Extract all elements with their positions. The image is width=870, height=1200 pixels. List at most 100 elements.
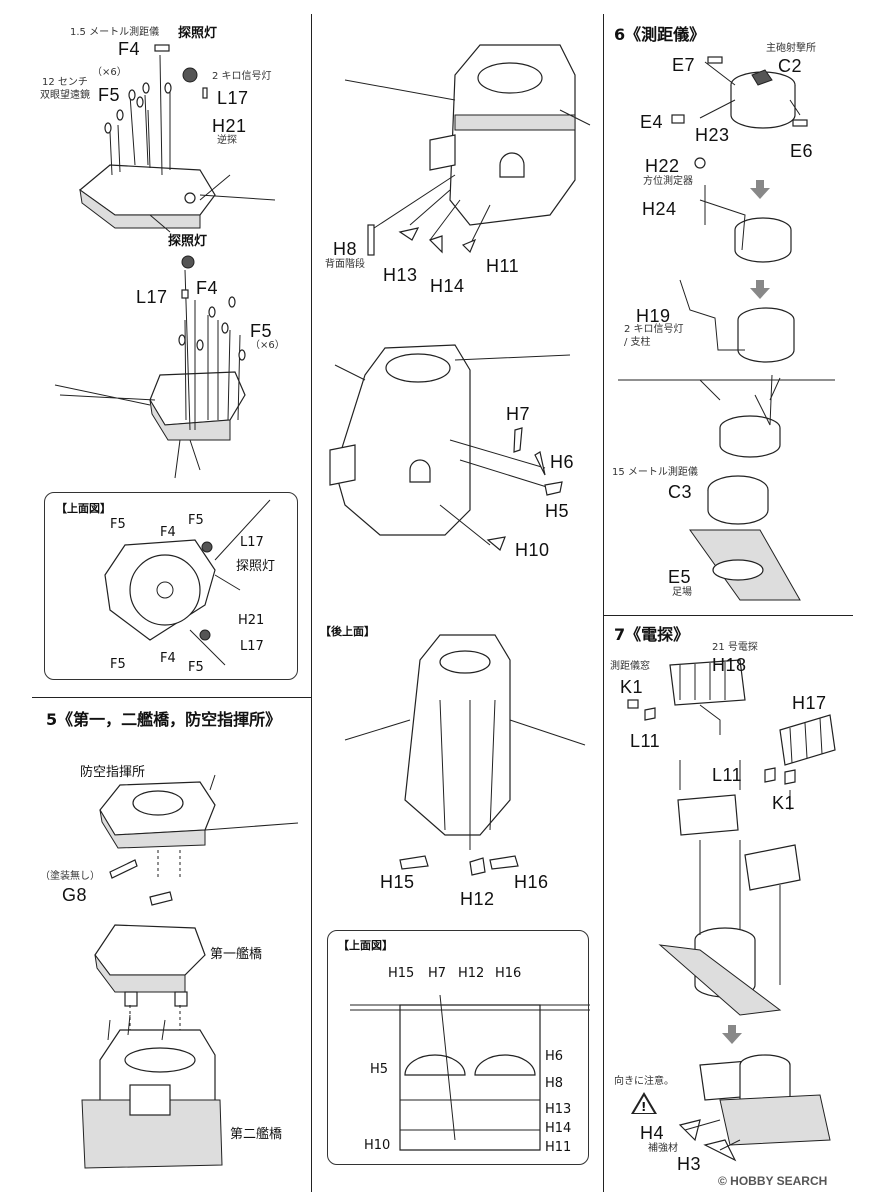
tv-left-f5-d: F5: [188, 660, 204, 675]
label-f5-mid: F5: [250, 321, 273, 341]
label-signal-2km: 2 キロ信号灯: [212, 71, 272, 82]
panel-step5: [32, 697, 312, 1192]
top-view-left-title: 【上面図】: [56, 502, 111, 515]
label-h14: H14: [430, 276, 465, 296]
tv-left-f5-a: F5: [110, 517, 126, 532]
label-bridge2: 第二艦橋: [230, 1127, 283, 1142]
step6-arrow2-stem: [756, 280, 764, 288]
label-e4: E4: [640, 112, 664, 132]
tv-center-h11: H11: [545, 1140, 572, 1155]
tv-left-f4-b: F4: [160, 651, 176, 666]
warning-icon-mark: !: [641, 1100, 647, 1114]
label-radar21: 21 号電探: [712, 642, 758, 653]
label-f4-mid: F4: [196, 278, 219, 298]
top-view-left-box: [44, 492, 298, 680]
label-h18: H18: [712, 655, 747, 675]
label-scaffold: 足場: [672, 587, 692, 598]
label-h15-rear: H15: [380, 872, 415, 892]
label-searchlight-top: 探照灯: [178, 26, 218, 41]
label-h12-rear: H12: [460, 889, 495, 909]
label-h24: H24: [642, 199, 677, 219]
label-aa-command: 防空指揮所: [80, 765, 146, 780]
watermark: © HOBBY SEARCH: [718, 1174, 828, 1188]
label-k1-a: K1: [620, 677, 644, 697]
label-binoculars-mult: （×6）: [92, 67, 127, 78]
tv-center-h8: H8: [545, 1076, 564, 1091]
tv-center-h13: H13: [545, 1102, 572, 1117]
tv-left-f4-a: F4: [160, 525, 176, 540]
label-binoculars: 12 センチ: [42, 77, 88, 88]
tv-left-l17-b: L17: [240, 639, 264, 654]
label-reverse-search: 逆探: [217, 135, 237, 146]
tv-left-f5-b: F5: [188, 513, 204, 528]
label-h13: H13: [383, 265, 418, 285]
label-h10: H10: [515, 540, 550, 560]
top-view-center-title: 【上面図】: [338, 939, 393, 952]
tv-center-h6: H6: [545, 1049, 564, 1064]
label-f4-top: F4: [118, 39, 141, 59]
label-l17-top: L17: [217, 88, 249, 108]
step6-arrow2-icon: [750, 288, 770, 299]
step6-heading: 6《測距儀》: [614, 25, 706, 44]
label-binoculars2: 双眼望遠鏡: [40, 90, 90, 101]
label-rf-window: 測距儀窓: [610, 661, 650, 672]
label-h11: H11: [486, 256, 520, 276]
label-back-ladder: 背面階段: [325, 259, 365, 270]
tv-left-searchlight: 探照灯: [236, 559, 276, 574]
label-e6: E6: [790, 141, 814, 161]
label-h17: H17: [792, 693, 827, 713]
label-azimuth: 方位測定器: [643, 176, 693, 187]
step5-heading: 5《第一，二艦橋，防空指揮所》: [46, 710, 282, 729]
label-l17-mid: L17: [136, 287, 168, 307]
label-l11-a: L11: [630, 731, 661, 751]
top-view-center-box: [327, 930, 589, 1165]
tv-center-h10: H10: [364, 1138, 391, 1153]
label-g8: G8: [62, 885, 88, 905]
label-h21: H21: [212, 116, 247, 136]
label-h22: H22: [645, 156, 680, 176]
tv-left-h21: H21: [238, 613, 265, 628]
tv-left-l17-a: L17: [240, 535, 264, 550]
warning-icon-inner: [634, 1096, 654, 1113]
step6-arrow1-icon: [750, 188, 770, 199]
step7-heading: 7《電探》: [614, 625, 690, 644]
label-rangefinder-15m: 1.5 メートル測距儀: [70, 27, 160, 38]
label-h7: H7: [506, 404, 531, 424]
tv-center-h15: H15: [388, 966, 415, 981]
tv-left-f5-c: F5: [110, 657, 126, 672]
step7-arrow-icon: [722, 1033, 742, 1044]
label-c3: C3: [668, 482, 693, 502]
rear-view-title: 【後上面】: [320, 625, 375, 638]
label-c2: C2: [778, 56, 803, 76]
label-h19: H19: [636, 306, 671, 326]
panel-step7: [603, 615, 853, 1192]
tv-center-h5: H5: [370, 1062, 389, 1077]
label-e7: E7: [672, 55, 696, 75]
tv-center-h7: H7: [428, 966, 447, 981]
label-bridge1: 第一艦橋: [210, 947, 263, 962]
label-h6: H6: [550, 452, 575, 472]
label-rangefinder15: 15 メートル測距儀: [612, 467, 698, 478]
label-h4: H4: [640, 1123, 665, 1143]
label-k1-b: K1: [772, 793, 796, 813]
label-h3: H3: [677, 1154, 702, 1174]
label-f5-top: F5: [98, 85, 121, 105]
label-e5: E5: [668, 567, 692, 587]
label-h16-rear: H16: [514, 872, 549, 892]
step6-arrow1-stem: [756, 180, 764, 188]
label-main-fire: 主砲射撃所: [766, 43, 816, 54]
tv-center-h12: H12: [458, 966, 485, 981]
label-l11-b: L11: [712, 765, 743, 785]
tv-center-h14: H14: [545, 1121, 572, 1136]
label-reinforce: 補強材: [648, 1143, 678, 1154]
label-h8: H8: [333, 239, 358, 259]
step7-arrow-stem: [728, 1025, 736, 1033]
label-h5: H5: [545, 501, 570, 521]
tv-center-h16: H16: [495, 966, 522, 981]
